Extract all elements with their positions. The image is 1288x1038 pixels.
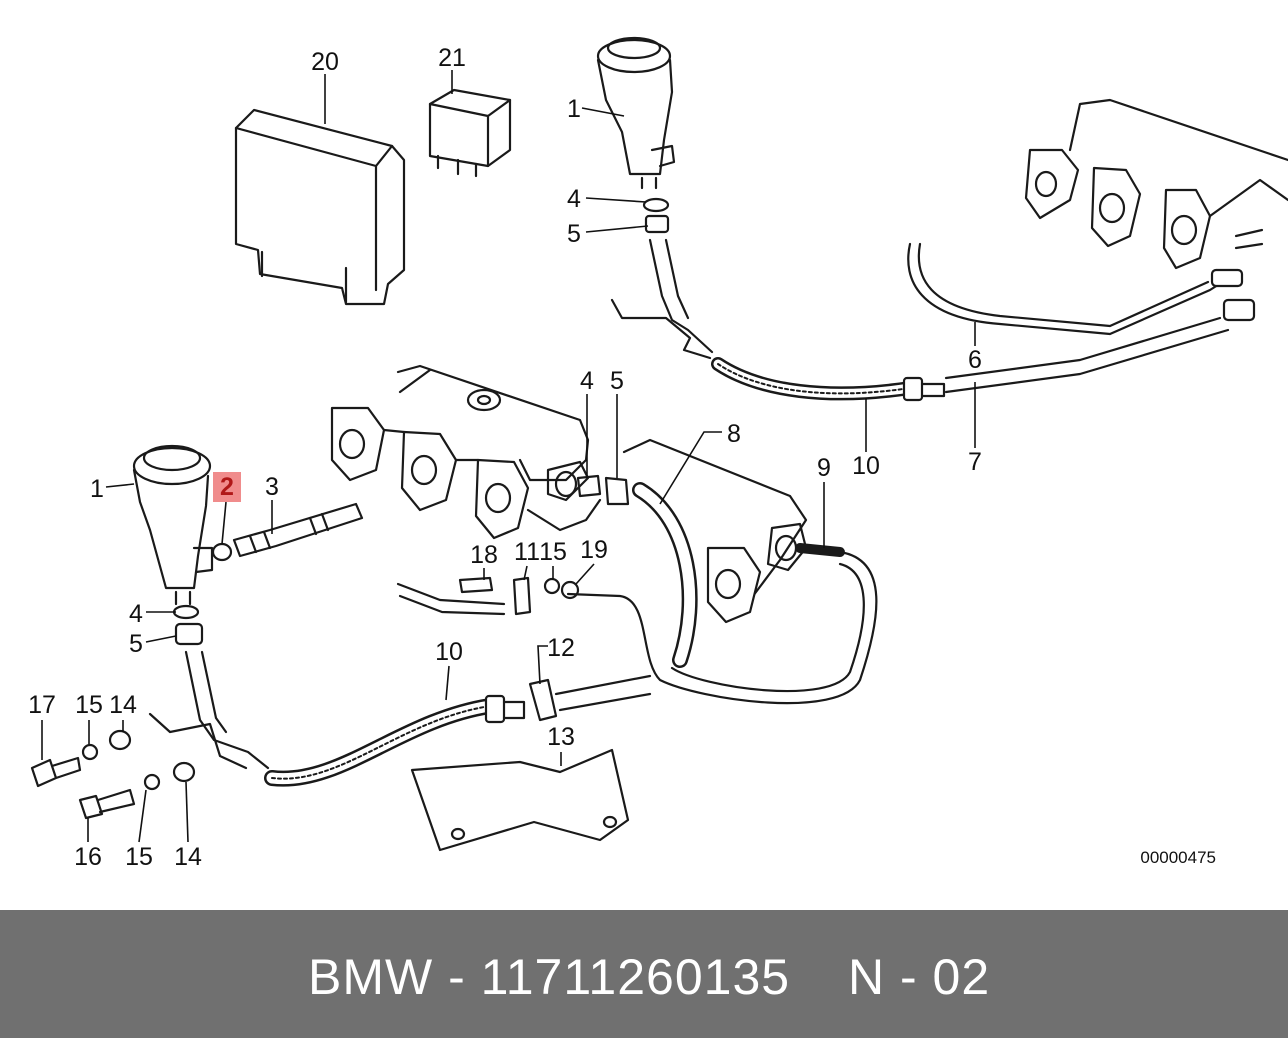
pipe-6 — [907, 242, 1234, 336]
washer-14-lower-b — [172, 761, 196, 783]
callout-c12: 12 — [547, 634, 575, 662]
callout-c13: 13 — [547, 723, 575, 751]
callout-c4c: 4 — [129, 600, 143, 628]
nut-5-lower — [174, 622, 204, 646]
bolt-17 — [30, 756, 82, 788]
pipe-return — [566, 550, 878, 705]
intake-manifold-rear — [622, 438, 808, 624]
fitting-9 — [795, 543, 845, 557]
callout-c1b: 1 — [90, 475, 104, 503]
leader-lines — [41, 70, 976, 843]
upper-pipe — [648, 238, 714, 354]
clip-12 — [528, 678, 558, 722]
nut-5-upper — [644, 214, 670, 234]
washer-15-middle — [543, 577, 561, 595]
lower-bracket — [148, 712, 248, 770]
intake-manifold-upper — [1024, 98, 1288, 322]
callout-c16: 16 — [74, 843, 102, 871]
callout-c7: 7 — [968, 448, 982, 476]
callout-c2: 2 — [220, 473, 234, 501]
callout-c3: 3 — [265, 473, 279, 501]
pressure-regulator-upper — [596, 36, 676, 190]
callout-c4b: 4 — [580, 367, 594, 395]
washer-4-lower — [172, 604, 200, 620]
part-number-label: BMW - 11711260135 — [308, 949, 791, 1005]
callout-c6: 6 — [968, 346, 982, 374]
washer-14-lower-a — [108, 729, 132, 751]
nut-5-middle — [604, 476, 630, 506]
washer-15-lower-b — [143, 773, 161, 791]
hollow-pin-3 — [232, 502, 364, 558]
upper-bracket — [610, 298, 712, 360]
nut-19 — [560, 580, 580, 600]
position-label: N - 02 — [848, 949, 991, 1005]
callout-c15c: 15 — [125, 843, 153, 871]
callout-c4a: 4 — [567, 185, 581, 213]
callout-c11: 11 — [514, 538, 540, 566]
callout-c8: 8 — [727, 420, 741, 448]
pipe-short — [396, 582, 506, 606]
callout-c5b: 5 — [610, 367, 624, 395]
callout-c17: 17 — [28, 691, 56, 719]
callout-c1a: 1 — [567, 95, 581, 123]
intake-manifold-main — [330, 364, 602, 540]
callout-c21: 21 — [438, 44, 466, 72]
callout-c14b: 14 — [174, 843, 202, 871]
highlight-box — [213, 472, 241, 502]
callout-c10a: 10 — [852, 452, 880, 480]
callout-c9: 9 — [817, 454, 831, 482]
footer-bar: BMW - 11711260135 N - 02 — [0, 910, 1288, 1038]
washer-4-upper — [642, 197, 670, 213]
reference-code: 00000475 — [1140, 848, 1216, 867]
bracket-13 — [410, 748, 630, 852]
exploded-view-drawing: 2021145610745891231811151945101217151413… — [28, 36, 1288, 871]
callout-c14a: 14 — [109, 691, 137, 719]
relay-21 — [428, 88, 512, 178]
callout-c15b: 15 — [75, 691, 103, 719]
lower-pipe — [184, 650, 270, 770]
pipe-7 — [944, 316, 1222, 380]
washer-15-lower-a — [81, 743, 99, 761]
callout-c5a: 5 — [567, 220, 581, 248]
callout-c15a: 15 — [539, 538, 567, 566]
callout-c19: 19 — [580, 536, 608, 564]
control-unit-20 — [234, 108, 406, 306]
bolt-16 — [78, 788, 136, 820]
callout-c18: 18 — [470, 541, 498, 569]
callout-c20: 20 — [311, 48, 339, 76]
pressure-regulator-lower — [132, 444, 214, 606]
clip-11 — [512, 576, 532, 616]
callout-c5c: 5 — [129, 630, 143, 658]
washer-4-middle — [576, 474, 602, 498]
callout-c10b: 10 — [435, 638, 463, 666]
screw-18 — [458, 576, 494, 594]
o-ring-2 — [211, 542, 233, 562]
